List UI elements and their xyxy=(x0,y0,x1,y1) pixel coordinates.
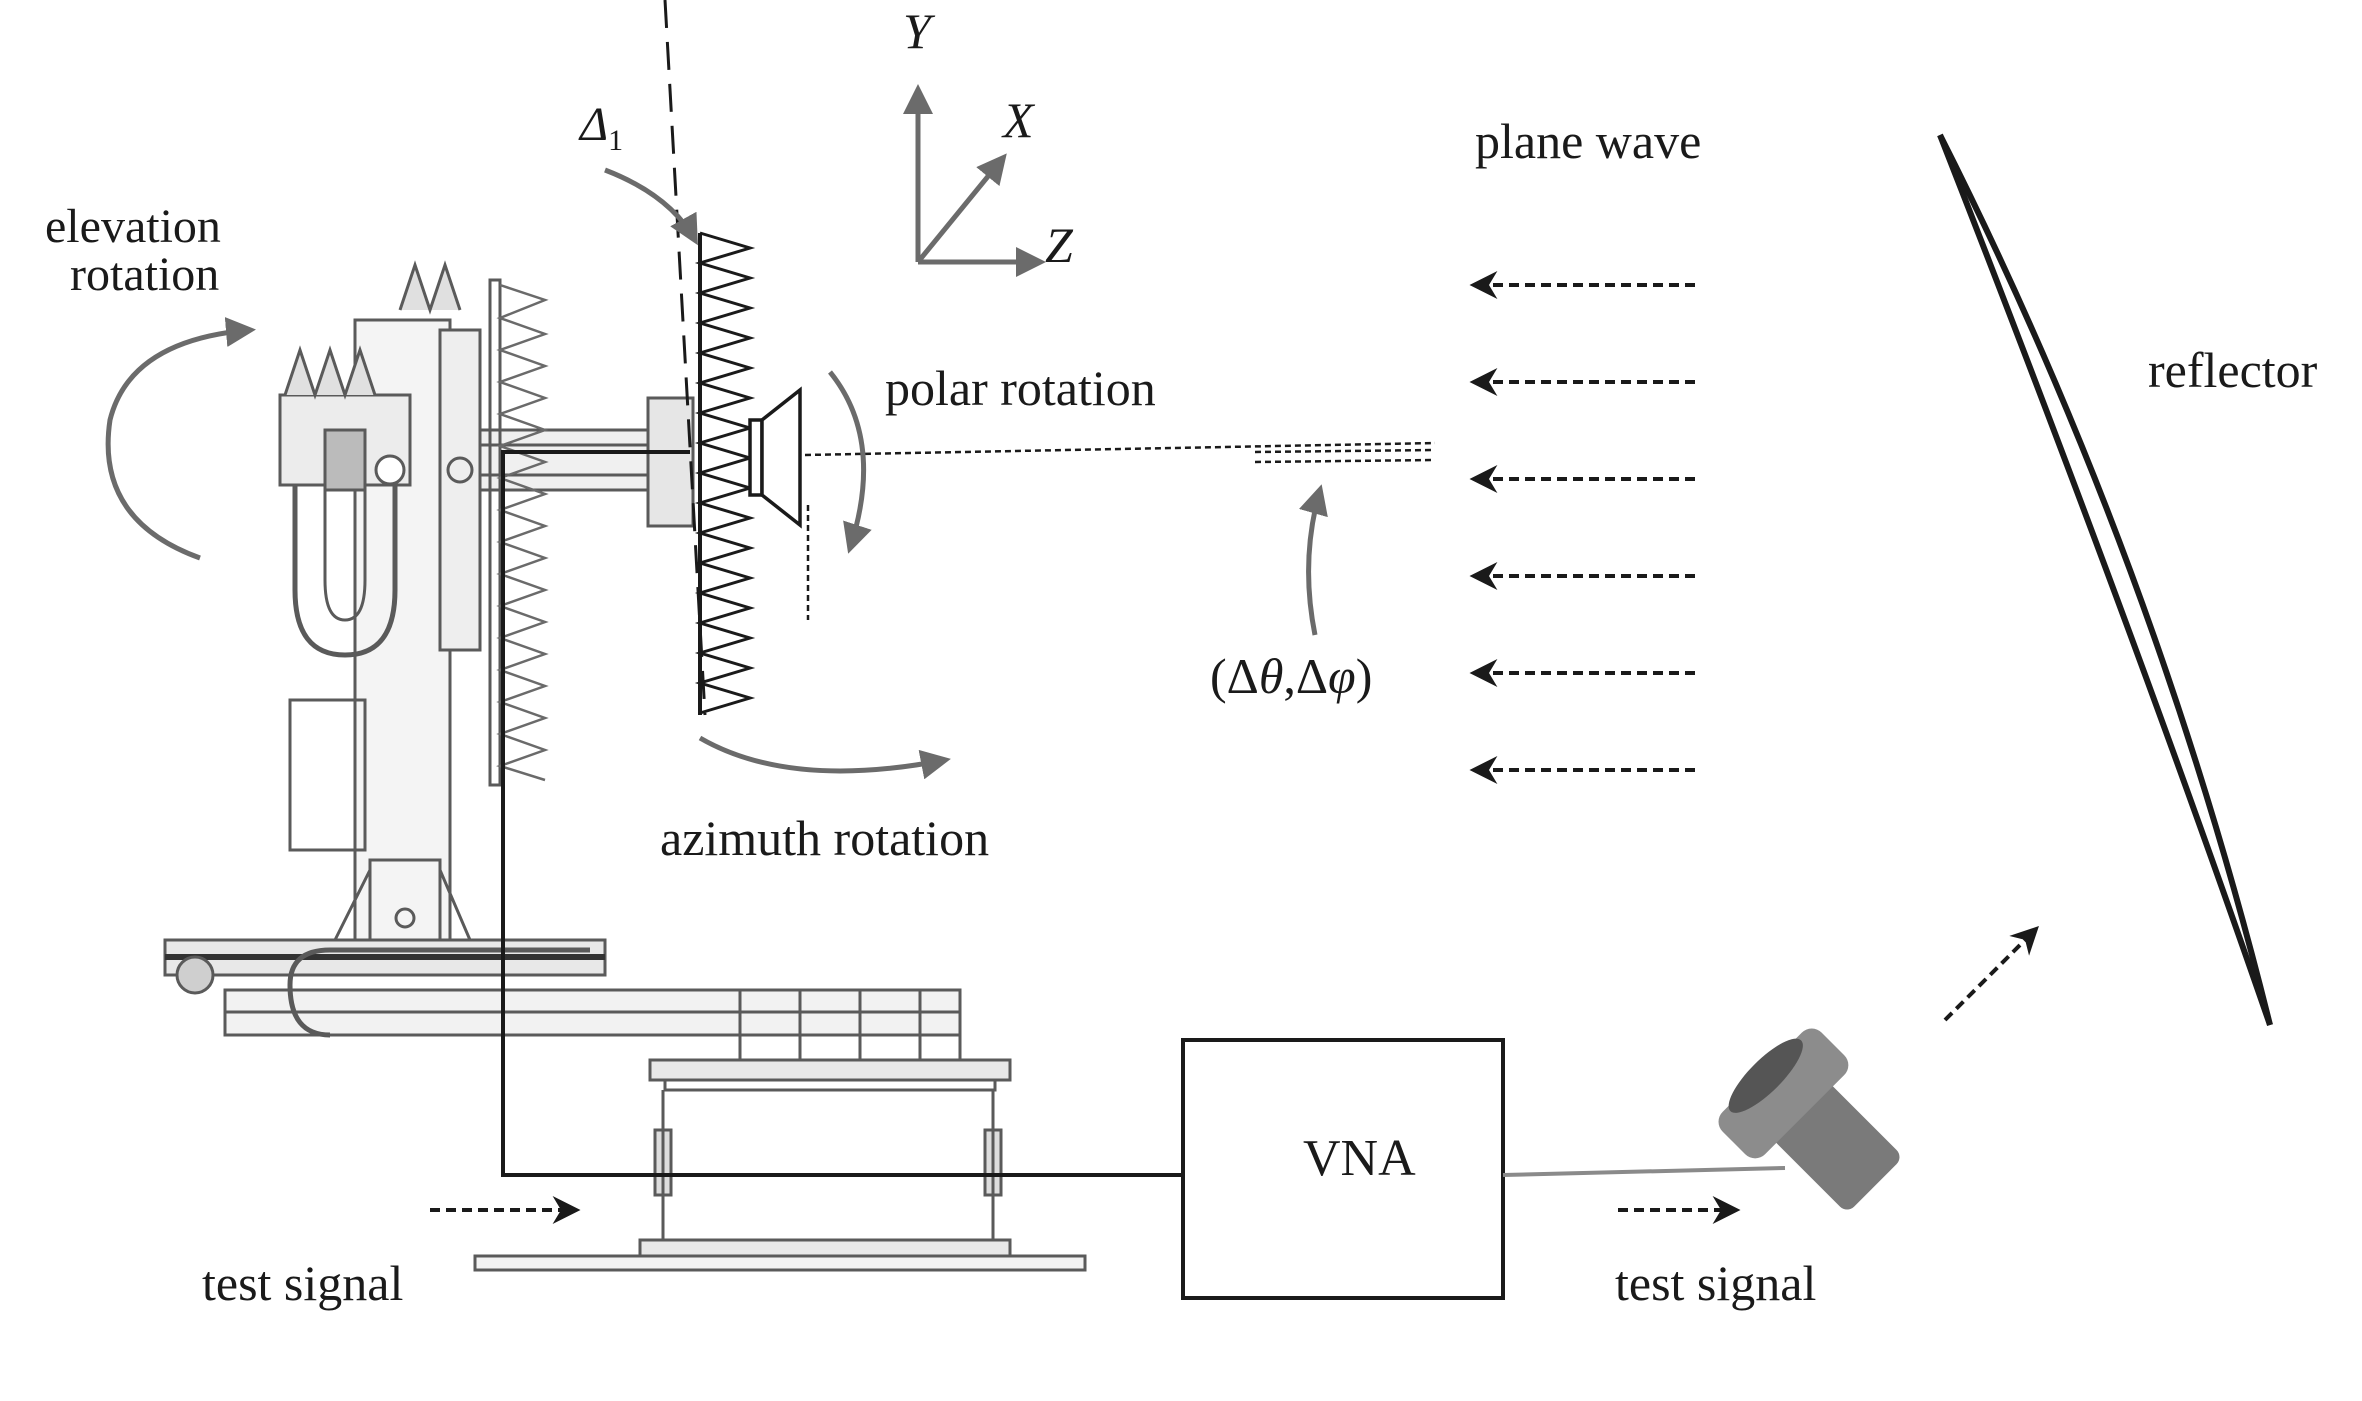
feed-radiation-arrow xyxy=(1943,926,2039,1022)
polar-rotation-arrow xyxy=(828,370,872,554)
coordinate-axes xyxy=(903,84,1046,277)
plane-wave-arrows xyxy=(1469,271,1695,784)
antenna-axis-line xyxy=(804,441,1436,457)
cable-antenna-to-vna xyxy=(501,450,1183,1177)
absorber-spikes-antenna xyxy=(694,231,756,715)
azimuth-rotation-label: azimuth rotation xyxy=(660,810,989,866)
offset-axis-line-2 xyxy=(1254,448,1436,454)
delta1-dashed-line xyxy=(663,0,707,716)
test-signal-label-left: test signal xyxy=(202,1255,403,1311)
plane-wave-label: plane wave xyxy=(1475,113,1701,169)
elevation-rotation-label-2: rotation xyxy=(70,248,219,301)
elevation-rotation-arrow xyxy=(105,317,256,561)
vna-box xyxy=(1181,1038,1505,1300)
delta-angles-label: (Δθ,Δφ) xyxy=(1210,648,1372,704)
feed-horn xyxy=(1718,1028,1900,1210)
absorber-spikes-left xyxy=(496,283,549,782)
reflector-dish xyxy=(1937,133,2273,1026)
vna-label: VNA xyxy=(1303,1130,1416,1187)
offset-axis-line xyxy=(1254,458,1436,464)
test-signal-label-right: test signal xyxy=(1615,1255,1816,1311)
polar-rotation-label: polar rotation xyxy=(885,360,1156,416)
positioner-mechanism xyxy=(163,260,1087,1272)
horn-antenna xyxy=(748,386,802,529)
delta1-label: Δ1 xyxy=(578,98,623,157)
axis-z-label: Z xyxy=(1045,217,1074,273)
axis-x-label: X xyxy=(1001,92,1036,148)
axis-y-label: Y xyxy=(903,3,936,59)
delta1-pointer-arrow xyxy=(604,167,698,246)
cable-vna-to-feed xyxy=(1502,1166,1786,1177)
azimuth-rotation-arrow xyxy=(698,735,951,780)
delta-angles-arrow xyxy=(1298,484,1328,636)
elevation-rotation-label-1: elevation xyxy=(45,200,221,253)
reflector-label: reflector xyxy=(2148,342,2318,398)
